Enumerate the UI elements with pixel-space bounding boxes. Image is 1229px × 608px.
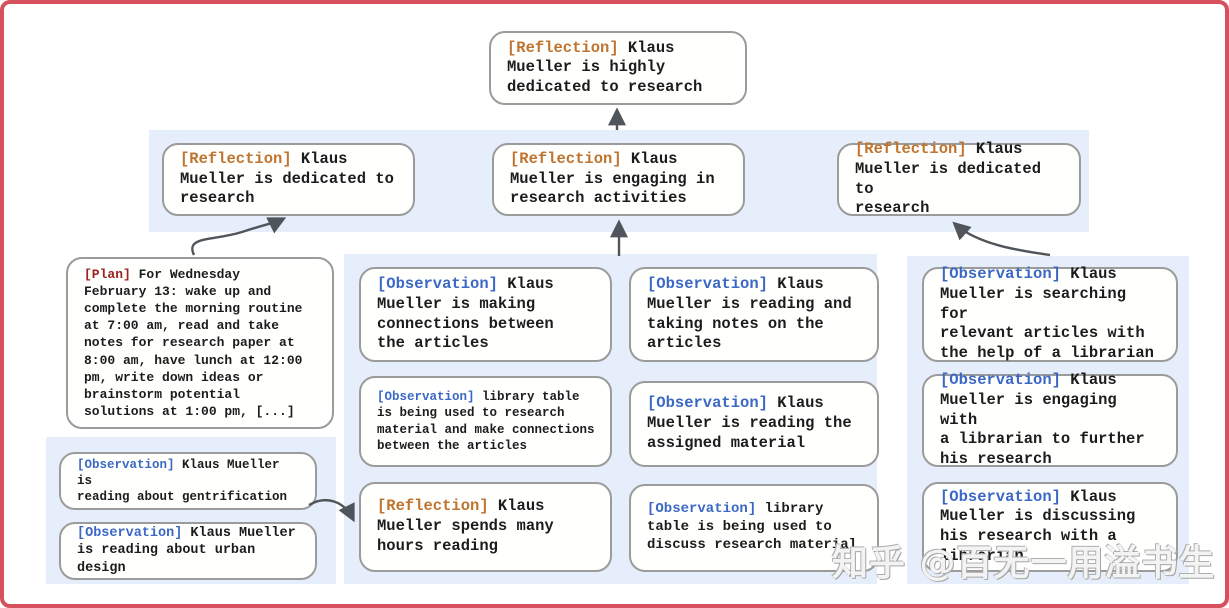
node-text: Klaus Mueller is reading the assigned ma… [647, 394, 852, 452]
node-text: Klaus Mueller is making connections betw… [377, 275, 554, 353]
node-text: Klaus Mueller is highly dedicated to res… [507, 38, 703, 96]
plan-tag: [Plan] [84, 267, 131, 283]
node-plan: [Plan]For Wednesday February 13: wake up… [66, 257, 334, 429]
node-reflection-hours: [Reflection]Klaus Mueller spends many ho… [359, 482, 612, 572]
node-obs-taking-notes: [Observation]Klaus Mueller is reading an… [629, 267, 879, 362]
node-obs-searching: [Observation]Klaus Mueller is searching … [922, 265, 1178, 363]
observation-tag: [Observation] [940, 371, 1061, 390]
node-obs-assigned: [Observation]Klaus Mueller is reading th… [629, 381, 879, 467]
zhihu-watermark: 知乎 @百无一用溢书生 [832, 543, 1216, 584]
node-text: Klaus Mueller is discussing his research… [940, 487, 1136, 565]
reflection-tag: [Reflection] [510, 150, 622, 168]
node-text: For Wednesday February 13: wake up and c… [84, 267, 303, 419]
observation-tag: [Observation] [377, 275, 498, 294]
node-obs-connections: [Observation]Klaus Mueller is making con… [359, 267, 612, 362]
node-obs-engaging: [Observation]Klaus Mueller is engaging w… [922, 371, 1178, 469]
observation-tag: [Observation] [647, 394, 768, 413]
observation-tag: [Observation] [940, 265, 1061, 284]
node-obs-gentrification: [Observation]Klaus Mueller is reading ab… [59, 452, 317, 510]
observation-tag: [Observation] [377, 390, 475, 404]
node-text: library table is being used to discuss r… [647, 501, 858, 553]
reflection-tag: [Reflection] [180, 150, 292, 168]
node-text: library table is being used to research … [377, 390, 595, 453]
node-obs-urban-design: [Observation]Klaus Mueller is reading ab… [59, 522, 317, 580]
node-obs-library-discuss: [Observation]library table is being used… [629, 484, 879, 572]
node-text: Klaus Mueller is engaging in research ac… [510, 150, 715, 208]
observation-tag: [Observation] [647, 501, 757, 518]
observation-tag: [Observation] [77, 457, 175, 472]
node-text: Klaus Mueller spends many hours reading [377, 497, 554, 555]
node-text: Klaus Mueller is dedicated to research [180, 150, 394, 208]
node-text: Klaus Mueller is dedicated to research [855, 140, 1042, 218]
node-text: Klaus Mueller is engaging with a librari… [940, 371, 1145, 469]
node-top-reflection: [Reflection]Klaus Mueller is highly dedi… [489, 31, 747, 105]
reflection-tag: [Reflection] [507, 38, 619, 57]
node-text: Klaus Mueller is reading about urban des… [77, 526, 296, 576]
node-text: Klaus Mueller is searching for relevant … [940, 265, 1154, 363]
observation-tag: [Observation] [940, 487, 1061, 506]
node-reflection-right: [Reflection]Klaus Mueller is dedicated t… [837, 140, 1081, 218]
node-obs-discussing: [Observation]Klaus Mueller is discussing… [922, 482, 1178, 572]
node-text: Klaus Mueller is reading about gentrific… [77, 457, 288, 505]
reflection-tag: [Reflection] [377, 497, 489, 516]
reflection-tag: [Reflection] [855, 140, 967, 159]
node-reflection-mid: [Reflection]Klaus Mueller is engaging in… [492, 143, 745, 216]
observation-tag: [Observation] [77, 526, 183, 542]
observation-tag: [Observation] [647, 275, 768, 294]
node-text: Klaus Mueller is reading and taking note… [647, 275, 852, 353]
node-obs-library-research: [Observation]library table is being used… [359, 376, 612, 467]
node-reflection-left: [Reflection]Klaus Mueller is dedicated t… [162, 143, 415, 216]
